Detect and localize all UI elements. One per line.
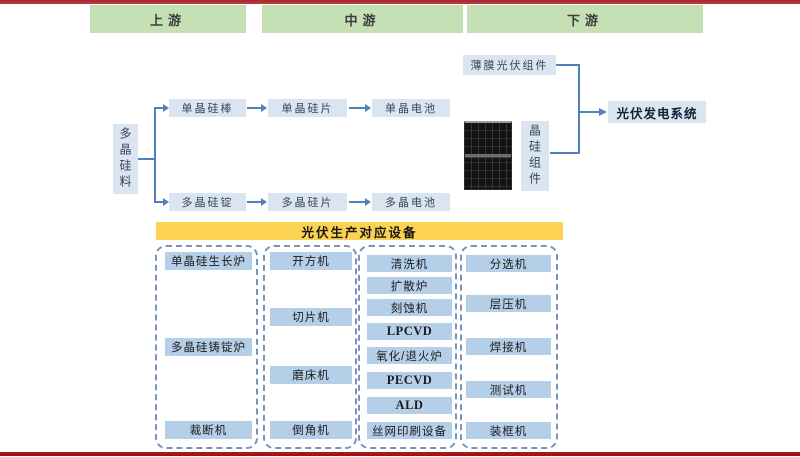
connector-line (578, 64, 580, 154)
arrow-icon (261, 104, 267, 112)
header-downstream: 下游 (467, 5, 703, 33)
equipment-box: 清洗机 (367, 255, 452, 272)
arrow-icon (261, 198, 267, 206)
equipment-box: 分选机 (466, 255, 551, 272)
equipment-column-module (460, 245, 558, 449)
equipment-box: PECVD (367, 372, 452, 389)
arrow-icon (163, 198, 169, 206)
header-upstream: 上游 (90, 5, 246, 33)
box-mono-wafer: 单晶硅片 (268, 99, 347, 117)
equipment-banner: 光伏生产对应设备 (156, 222, 563, 240)
solar-panel-image (464, 121, 512, 190)
equipment-box: 倒角机 (270, 421, 352, 439)
connector-line (138, 158, 154, 160)
arrow-icon (365, 104, 371, 112)
bottom-red-divider (0, 452, 800, 456)
box-poly-cell: 多晶电池 (372, 193, 450, 211)
equipment-box: 扩散炉 (367, 277, 452, 294)
equipment-box: 氧化/退火炉 (367, 347, 452, 364)
equipment-box: 焊接机 (466, 338, 551, 355)
box-polysilicon-material: 多晶硅料 (113, 124, 138, 194)
box-crystal-module: 晶硅组件 (521, 121, 549, 191)
connector-line (154, 107, 156, 203)
equipment-box: 丝网印刷设备 (367, 422, 452, 439)
box-poly-ingot: 多晶硅锭 (169, 193, 246, 211)
top-red-divider (0, 0, 800, 4)
connector-line (349, 201, 366, 203)
arrow-icon (163, 104, 169, 112)
equipment-box: LPCVD (367, 323, 452, 340)
connector-line (550, 152, 578, 154)
connector-line (556, 64, 578, 66)
equipment-box: 刻蚀机 (367, 299, 452, 316)
equipment-box: 测试机 (466, 381, 551, 398)
box-thin-film-module: 薄膜光伏组件 (463, 55, 556, 75)
box-mono-cell: 单晶电池 (372, 99, 450, 117)
equipment-column-ingot (155, 245, 258, 449)
connector-line (154, 107, 164, 109)
equipment-box: 单晶硅生长炉 (165, 252, 252, 270)
equipment-box: 装框机 (466, 422, 551, 439)
equipment-box: 裁断机 (165, 421, 252, 439)
equipment-box: 层压机 (466, 295, 551, 312)
equipment-box: 磨床机 (270, 366, 352, 384)
equipment-box: ALD (367, 397, 452, 414)
box-mono-rod: 单晶硅棒 (169, 99, 246, 117)
equipment-box: 多晶硅铸锭炉 (165, 338, 252, 356)
connector-line (247, 201, 262, 203)
arrow-icon (365, 198, 371, 206)
equipment-box: 切片机 (270, 308, 352, 326)
arrow-icon (599, 108, 607, 116)
header-midstream: 中游 (262, 5, 463, 33)
connector-line (154, 201, 164, 203)
equipment-box: 开方机 (270, 252, 352, 270)
equipment-column-cell (358, 245, 457, 449)
connector-line (349, 107, 366, 109)
connector-line (247, 107, 262, 109)
connector-line (578, 111, 600, 113)
equipment-column-wafer (263, 245, 357, 449)
box-pv-power-system: 光伏发电系统 (608, 101, 706, 123)
box-poly-wafer: 多晶硅片 (268, 193, 347, 211)
